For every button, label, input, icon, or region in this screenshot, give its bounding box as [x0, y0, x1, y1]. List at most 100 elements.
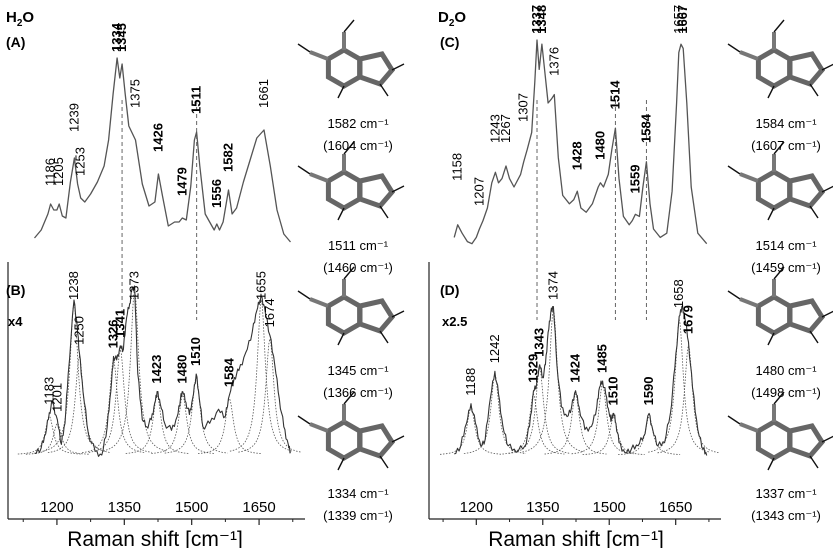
peak-label: 1584: [638, 113, 653, 143]
scale-label-D: x2.5: [442, 314, 467, 329]
solvent-label-d2o: D2O: [438, 9, 466, 29]
fit-component: [151, 394, 215, 454]
peak-label: 1183: [41, 377, 56, 405]
peak-label: 1343: [532, 328, 547, 357]
mode-ref: (1343 cm⁻¹): [751, 508, 821, 523]
peak-label: 1375: [128, 79, 143, 108]
x-tick-label: 1350: [108, 499, 141, 516]
spectrum-D: [454, 305, 708, 456]
axes-right: [428, 262, 721, 520]
mode-labels-right: 1584 cm⁻¹ (1607 cm⁻¹) 1514 cm⁻¹ (1459 cm…: [751, 116, 821, 523]
peak-label: 1158: [450, 153, 465, 181]
fit-component: [440, 406, 502, 455]
peak-label: 1188: [463, 368, 478, 396]
fit-component: [17, 415, 81, 455]
peak-label: 1556: [209, 179, 224, 208]
peak-label: 1590: [641, 376, 656, 405]
fit-component: [25, 422, 89, 455]
fit-component: [657, 345, 720, 454]
scale-label-B: x4: [8, 314, 23, 329]
peak-label: 1511: [189, 86, 204, 114]
mode-freq: 1334 cm⁻¹: [327, 486, 389, 501]
fit-component: [229, 300, 293, 452]
molecule-structure-icon: [297, 266, 405, 346]
panel-label-C: (C): [440, 34, 459, 50]
peak-label: 1326: [106, 319, 121, 348]
peak-label: 1243: [487, 114, 502, 143]
peak-label: 1584: [221, 357, 236, 387]
peak-label: 1267: [498, 114, 513, 143]
mode-freq: 1337 cm⁻¹: [755, 486, 817, 501]
peak-label: 1373: [127, 271, 142, 300]
fit-component: [582, 415, 645, 455]
peak-label: 1479: [174, 167, 189, 196]
peak-label: 1661: [256, 79, 271, 108]
mode-ref: (1607 cm⁻¹): [751, 138, 821, 153]
fit-component: [648, 319, 711, 453]
panel-label-B: (B): [6, 282, 25, 298]
peak-label: 1423: [149, 355, 164, 384]
peak-label: 1424: [568, 353, 583, 383]
peak-label: 1376: [546, 47, 561, 76]
peak-label: 1201: [49, 383, 64, 412]
peak-label: 1205: [51, 157, 66, 186]
peak-label: 1658: [671, 279, 686, 308]
peak-label: 1428: [569, 141, 584, 170]
panel-label-A: (A): [6, 34, 25, 50]
peak-label: 1657: [671, 5, 686, 34]
peak-label: 1674: [262, 298, 277, 327]
x-axis-title-left: Raman shift [cm⁻¹]: [67, 528, 243, 548]
mode-freq: 1345 cm⁻¹: [327, 363, 389, 378]
panel-label-D: (D): [440, 282, 459, 298]
peak-label: 1250: [71, 316, 86, 345]
peak-label: 1374: [545, 271, 560, 300]
peak-label: 1307: [516, 93, 531, 122]
x-tick-label: 1650: [659, 499, 692, 516]
peak-label: 1329: [526, 354, 541, 383]
peak-label: 1582: [221, 143, 236, 172]
peak-label: 1253: [73, 147, 88, 176]
peak-label: 1426: [150, 123, 165, 152]
mode-ref: (1460 cm⁻¹): [323, 260, 393, 275]
x-tick-label: 1350: [526, 499, 559, 516]
x-tick-label: 1500: [593, 499, 626, 516]
peak-label: 1655: [253, 271, 268, 300]
solvent-label-h2o: H2O: [6, 9, 34, 29]
peak-label: 1207: [471, 177, 486, 206]
molecule-structure-icon: [727, 266, 833, 346]
peak-label: 1679: [681, 305, 696, 334]
peak-label: 1186: [43, 158, 58, 186]
spectrum-C: [453, 39, 708, 245]
mode-freq: 1480 cm⁻¹: [755, 363, 817, 378]
mode-ref: (1339 cm⁻¹): [323, 508, 393, 523]
peak-label: 1337: [529, 5, 544, 34]
fit-component: [571, 383, 634, 455]
mode-freq: 1584 cm⁻¹: [755, 116, 817, 131]
peak-label: 1345: [114, 23, 129, 52]
mode-freq: 1514 cm⁻¹: [755, 238, 817, 253]
peak-label: 1334: [109, 22, 124, 52]
peak-label: 1480: [175, 355, 190, 384]
molecule-structure-icon: [297, 141, 405, 221]
peak-label: 1485: [595, 344, 610, 373]
molecule-structure-icon: [727, 141, 833, 221]
spectrum-A: [34, 57, 291, 243]
molecule-structure-icon: [297, 19, 405, 99]
peak-label: 1341: [112, 309, 127, 338]
x-tick-label: 1200: [460, 499, 493, 516]
x-tick-label: 1200: [40, 499, 73, 516]
fit-component: [125, 394, 189, 454]
peak-label: 1348: [534, 5, 549, 34]
x-tick-label: 1650: [242, 499, 275, 516]
peak-label: 1559: [627, 165, 642, 194]
x-axis-title-right: Raman shift [cm⁻¹]: [488, 528, 664, 548]
peak-label: 1242: [487, 334, 502, 363]
fit-component: [82, 358, 146, 454]
fit-component: [544, 393, 607, 455]
spectrum-B: [34, 285, 292, 457]
fit-component: [88, 347, 152, 453]
peak-label: 1510: [188, 337, 203, 366]
mode-ref: (1459 cm⁻¹): [751, 260, 821, 275]
mode-ref: (1366 cm⁻¹): [323, 385, 393, 400]
